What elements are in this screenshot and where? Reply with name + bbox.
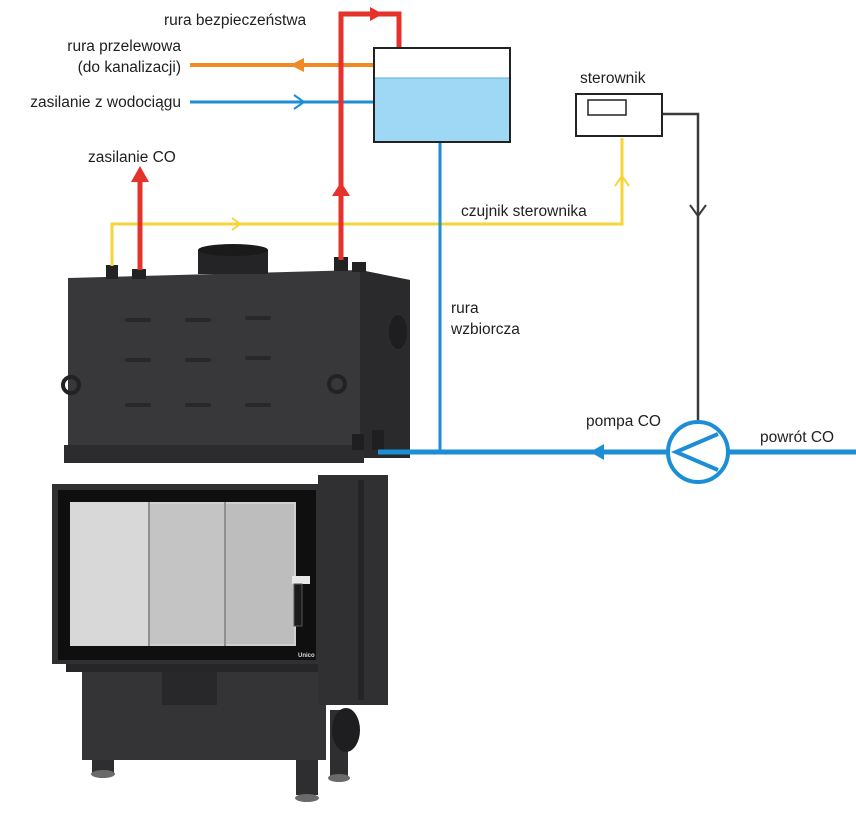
label-overflow-pipe-2: (do kanalizacji) xyxy=(78,59,181,76)
label-co-return: powrót CO xyxy=(760,429,834,446)
pump-symbol-icon xyxy=(666,420,730,484)
water-jacket-side xyxy=(360,270,410,458)
sensor-connector xyxy=(106,265,118,279)
door-bottom-plate xyxy=(66,664,318,672)
door-handle-top xyxy=(292,576,310,584)
label-co-pump: pompa CO xyxy=(586,413,661,430)
water-jacket-vents xyxy=(125,316,271,407)
fireplace-foot-right xyxy=(295,794,319,802)
label-controller: sterownik xyxy=(580,70,646,87)
sensor-wire-arrow-right xyxy=(231,217,242,231)
fireplace-rear-outlet xyxy=(332,708,360,752)
fireplace-side-panel xyxy=(318,475,388,705)
water-jacket-box xyxy=(68,270,410,458)
aux-connector xyxy=(352,262,366,272)
door-handle-grip xyxy=(293,583,303,627)
glass-panel-left xyxy=(70,502,148,646)
label-expansion-pipe-1: rura xyxy=(451,300,479,317)
label-controller-sensor: czujnik sterownika xyxy=(461,203,587,220)
safety-pipe-arrow xyxy=(332,182,350,196)
co-supply-arrow xyxy=(131,166,149,182)
control-wire xyxy=(662,112,700,420)
glass-panel-middle xyxy=(150,504,224,644)
return-connector-2 xyxy=(372,430,384,450)
handle-ring-right xyxy=(327,374,347,394)
return-connector-1 xyxy=(352,434,364,450)
handle-ring-left xyxy=(61,375,81,395)
fireplace-side-rail xyxy=(358,480,364,700)
label-co-supply: zasilanie CO xyxy=(88,149,176,166)
safety-connector xyxy=(334,257,348,271)
fireplace: Unico xyxy=(52,244,410,802)
brand-logo: Unico xyxy=(298,653,315,659)
label-safety-pipe: rura bezpieczeństwa xyxy=(164,12,307,29)
chimney-opening xyxy=(198,244,268,256)
co-return-arrow xyxy=(590,444,604,460)
label-expansion-pipe-2: wzbiorcza xyxy=(450,321,520,338)
water-supply-arrow xyxy=(293,94,306,110)
sensor-wire xyxy=(110,174,624,266)
water-jacket-side-outlet xyxy=(389,315,407,349)
glass-panel-right xyxy=(226,504,294,644)
label-overflow-pipe-1: rura przelewowa xyxy=(67,38,181,55)
safety-pipe-arrow-top xyxy=(370,7,383,21)
water-jacket-rim xyxy=(64,445,364,463)
fireplace-foot-back xyxy=(328,774,350,782)
co-supply-connector xyxy=(132,269,146,279)
expansion-tank-icon xyxy=(373,47,511,143)
fireplace-foot-left xyxy=(91,770,115,778)
overflow-arrow xyxy=(290,58,304,72)
label-water-supply: zasilanie z wodociągu xyxy=(30,94,181,111)
controller-display xyxy=(587,99,627,116)
controller-box-icon xyxy=(575,93,663,137)
control-wire-arrow xyxy=(689,204,707,218)
